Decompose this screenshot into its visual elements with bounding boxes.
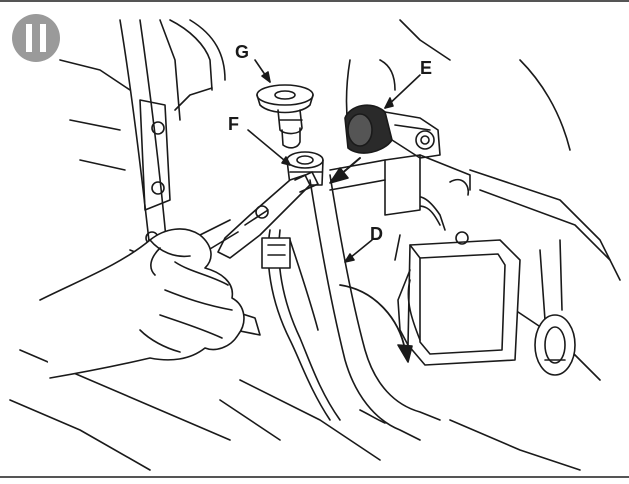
removal-arrow-e	[329, 157, 361, 184]
label-e: E	[420, 58, 432, 78]
top-border	[0, 0, 629, 2]
electrical-box	[397, 195, 521, 366]
bracket	[329, 154, 471, 216]
label-g: G	[235, 42, 249, 62]
step-badge	[12, 14, 60, 62]
clamp-e	[344, 104, 441, 159]
hose-d	[309, 174, 441, 441]
hand	[39, 228, 245, 379]
leader-f	[247, 129, 291, 166]
label-d: D	[370, 224, 383, 244]
body-frame	[9, 19, 621, 471]
label-f: F	[228, 114, 239, 134]
bottom-border	[0, 476, 629, 478]
wire-harness	[214, 229, 421, 421]
rotation-arrow	[339, 284, 413, 363]
cap-g	[256, 84, 314, 149]
